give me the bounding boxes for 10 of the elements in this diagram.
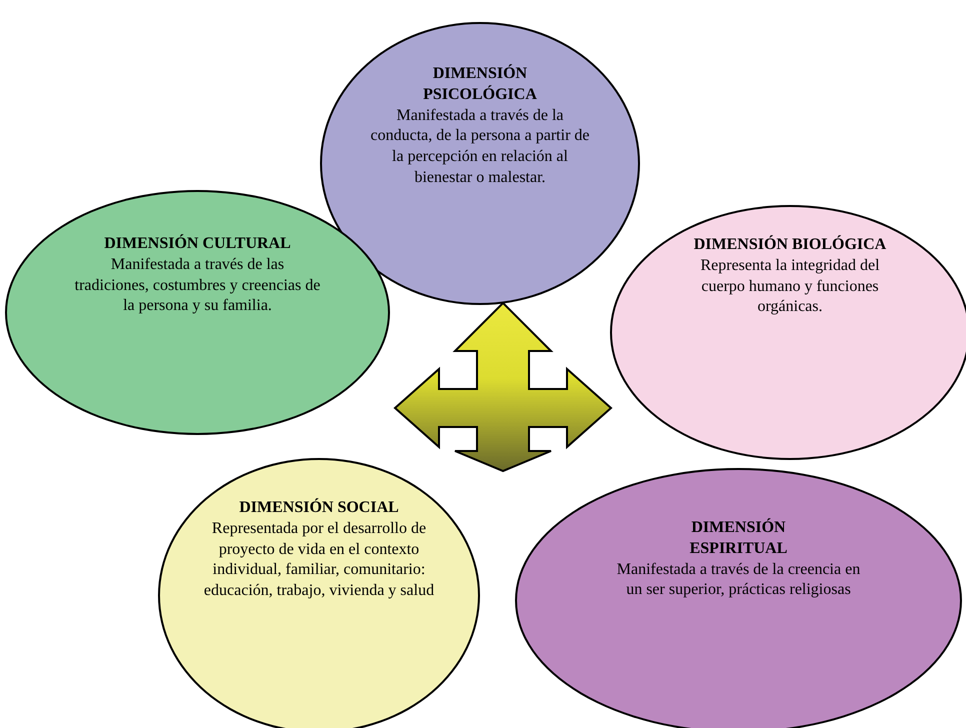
dimension-heading: DIMENSIÓN ESPIRITUAL [688,518,788,559]
dimension-heading: DIMENSIÓN PSICOLÓGICA [422,64,538,105]
dimension-description: Manifestada a través de la conducta, de la persona a partir de la percepción en relación al bienestar o malestar. [369,106,590,188]
dimension-heading: DIMENSIÓN BIOLÓGICA [694,236,886,253]
dimension-description: Representada por el desarrollo de proyecto de vida en el contexto individual, familiar, comunitario: educación, trabajo, vivienda y salud [202,518,436,602]
dimension-description: Manifestada a través de la creencia en un ser superior, prácticas religiosas [616,560,862,600]
dimension-heading: DIMENSIÓN SOCIAL [238,498,400,518]
dimension-heading: DIMENSIÓN CULTURAL [104,235,291,252]
dimension-description: Representa la integridad del cuerpo humano y funciones orgánicas. [700,256,880,316]
dimension-description: Manifestada a través de las tradiciones, costumbres y creencias de la persona y su familia. [74,256,320,314]
